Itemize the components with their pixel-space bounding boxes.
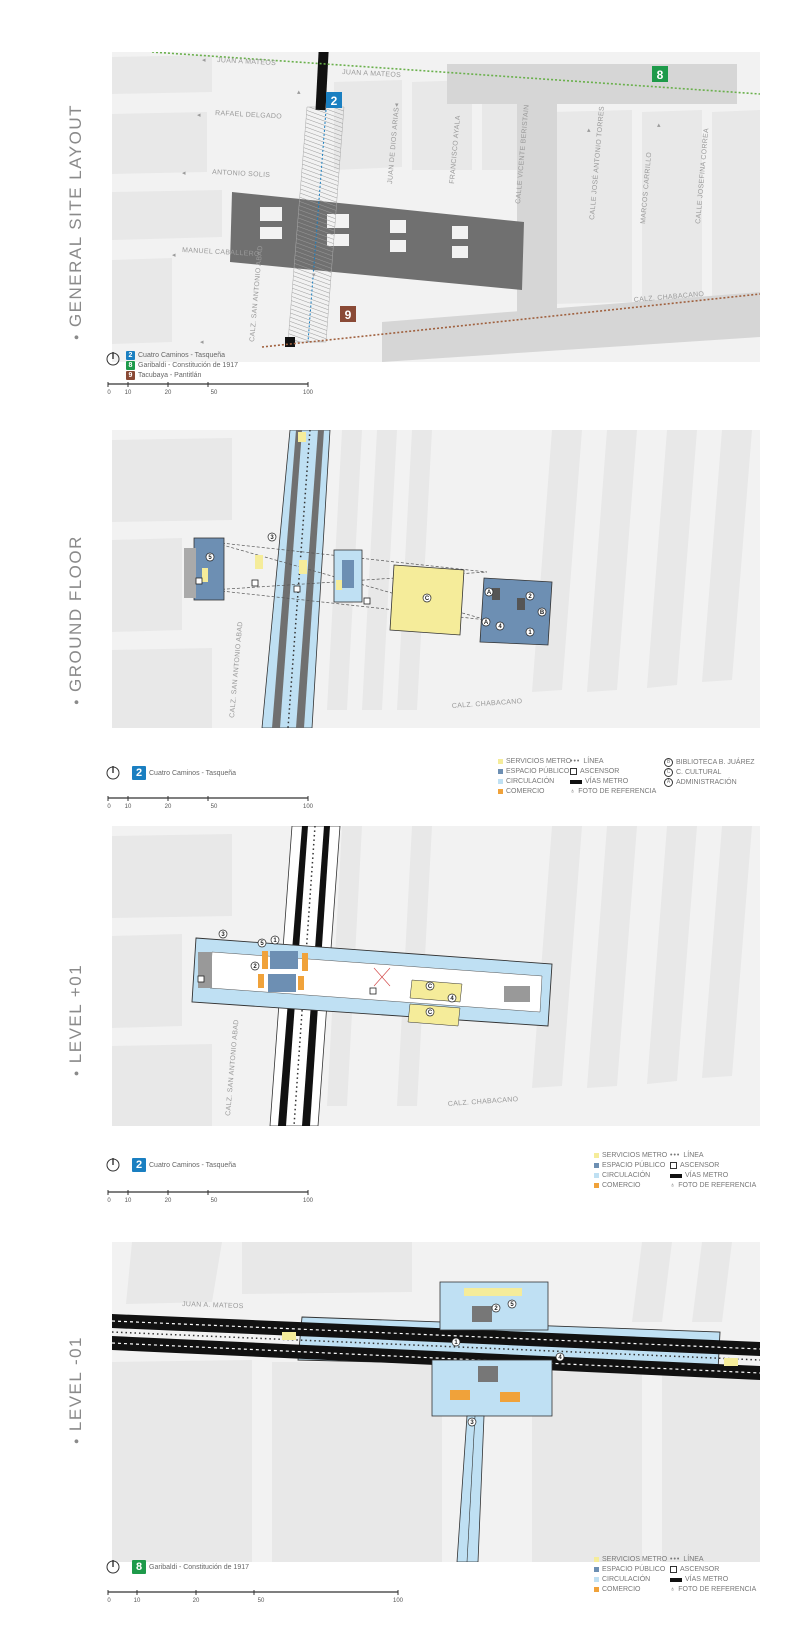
svg-text:5: 5 [208, 555, 212, 561]
svg-text:C: C [425, 596, 430, 602]
street-san-antonio-l1: CALZ. SAN ANTONIO ABAD [225, 1019, 240, 1116]
svg-text:3: 3 [470, 1420, 474, 1426]
svg-text:A: A [484, 620, 489, 626]
svg-text:2: 2 [253, 964, 257, 970]
svg-text:9: 9 [345, 308, 352, 322]
street-rafael-delgado: RAFAEL DELGADO [215, 110, 282, 121]
street-san-antonio-ground: CALZ. SAN ANTONIO ABAD [229, 621, 244, 718]
svg-text:20: 20 [165, 390, 172, 396]
svg-text:3: 3 [270, 535, 274, 541]
svg-text:50: 50 [211, 1198, 218, 1204]
svg-text:4: 4 [558, 1355, 562, 1361]
svg-text:◂: ◂ [202, 57, 206, 64]
svg-text:4: 4 [450, 996, 454, 1002]
svg-text:2: 2 [528, 594, 532, 600]
pin-icon: ♁ [570, 788, 576, 795]
line-2-badge: 2 [326, 92, 342, 108]
svg-text:0: 0 [107, 390, 111, 396]
street-juan-a-mateos-east: JUAN A MATEOS [342, 69, 401, 79]
site-layout-map: ◂ ◂ ◂ ◂ ◂ ▴ ▾ ▴ ▴ ▾ JUAN A MATEOS JUAN A MATEO… [112, 52, 760, 362]
svg-text:100: 100 [303, 1198, 314, 1204]
svg-text:▾: ▾ [395, 102, 399, 109]
street-antonio-solis: ANTONIO SOLIS [212, 169, 271, 179]
scale-bar-levelm1: 0 10 20 50 100 [107, 1590, 404, 1604]
section-label-level1: LEVEL +01 [56, 870, 96, 1170]
svg-text:▴: ▴ [297, 89, 301, 96]
street-chabacano-l1: CALZ. CHABACANO [448, 1096, 519, 1108]
street-juan-a-mateos: JUAN A MATEOS [217, 57, 276, 67]
svg-text:B: B [540, 610, 545, 616]
svg-text:3: 3 [221, 932, 225, 938]
svg-text:0: 0 [107, 1198, 111, 1204]
svg-text:10: 10 [125, 1198, 132, 1204]
section-label-site: GENERAL SITE LAYOUT [56, 72, 96, 372]
svg-text:◂: ◂ [172, 252, 176, 259]
svg-text:4: 4 [498, 624, 502, 630]
legend-levelm1: SERVICIOS METRO ESPACIO PÚBLICO CIRCULAC… [594, 1556, 764, 1598]
line-8-badge: 8 [652, 66, 668, 82]
svg-text:10: 10 [125, 804, 132, 810]
line-9-badge: 9 [340, 306, 356, 322]
svg-text:50: 50 [211, 804, 218, 810]
svg-text:▴: ▴ [587, 127, 591, 134]
pin-icon: ♁ [670, 1586, 676, 1593]
svg-text:20: 20 [165, 1198, 172, 1204]
svg-text:50: 50 [258, 1598, 265, 1604]
svg-text:10: 10 [125, 390, 132, 396]
svg-text:1: 1 [273, 938, 277, 944]
svg-text:100: 100 [303, 804, 314, 810]
svg-text:◂: ◂ [200, 339, 204, 346]
svg-text:100: 100 [303, 390, 314, 396]
legend-ground: SERVICIOS METRO ESPACIO PÚBLICO CIRCULAC… [498, 758, 768, 800]
svg-text:C: C [428, 1010, 433, 1016]
svg-text:C: C [428, 984, 433, 990]
scale-bar-site: 0 10 20 50 100 [107, 382, 314, 396]
scale-bar-ground: 0 10 20 50 100 [107, 796, 314, 810]
legend-level1: SERVICIOS METRO ESPACIO PÚBLICO CIRCULAC… [594, 1152, 764, 1194]
north-arrow-icon [106, 766, 120, 780]
svg-text:50: 50 [211, 390, 218, 396]
svg-text:2: 2 [494, 1306, 498, 1312]
svg-text:▴: ▴ [657, 122, 661, 129]
svg-text:◂: ◂ [182, 170, 186, 177]
svg-text:20: 20 [165, 804, 172, 810]
level-plus1-plan: 3 5 1 2 C 4 C CALZ. SAN ANTONIO ABAD CAL… [112, 826, 760, 1126]
north-arrow-icon [106, 1158, 120, 1172]
svg-text:5: 5 [260, 941, 264, 947]
section-label-levelm1: LEVEL -01 [56, 1240, 96, 1540]
ground-floor-plan: 3 5 C A 2 B A 4 1 CALZ. SAN ANTONIO ABAD… [112, 430, 760, 728]
svg-text:0: 0 [107, 1598, 111, 1604]
scale-bar-level1: 0 10 20 50 100 [107, 1190, 314, 1204]
svg-text:1: 1 [528, 630, 532, 636]
north-arrow-icon [106, 352, 120, 366]
svg-text:▾: ▾ [312, 272, 316, 279]
pin-icon: ♁ [670, 1182, 676, 1189]
north-arrow-icon [106, 1560, 120, 1574]
svg-text:20: 20 [193, 1598, 200, 1604]
section-label-ground: GROUND FLOOR [56, 470, 96, 770]
svg-text:0: 0 [107, 804, 111, 810]
street-juan-a-mateos-lm1: JUAN A. MATEOS [182, 1301, 244, 1310]
svg-text:A: A [487, 590, 492, 596]
street-manuel-caballero: MANUEL CABALLERO [182, 247, 260, 258]
svg-text:2: 2 [331, 94, 338, 108]
svg-text:100: 100 [393, 1598, 404, 1604]
svg-text:◂: ◂ [197, 112, 201, 119]
svg-text:10: 10 [134, 1598, 141, 1604]
svg-text:1: 1 [454, 1340, 458, 1346]
svg-text:8: 8 [657, 68, 664, 82]
street-chabacano-ground: CALZ. CHABACANO [452, 698, 523, 710]
svg-text:5: 5 [510, 1302, 514, 1308]
level-minus1-plan: 2 5 1 4 3 JUAN A. MATEOS [112, 1242, 760, 1562]
